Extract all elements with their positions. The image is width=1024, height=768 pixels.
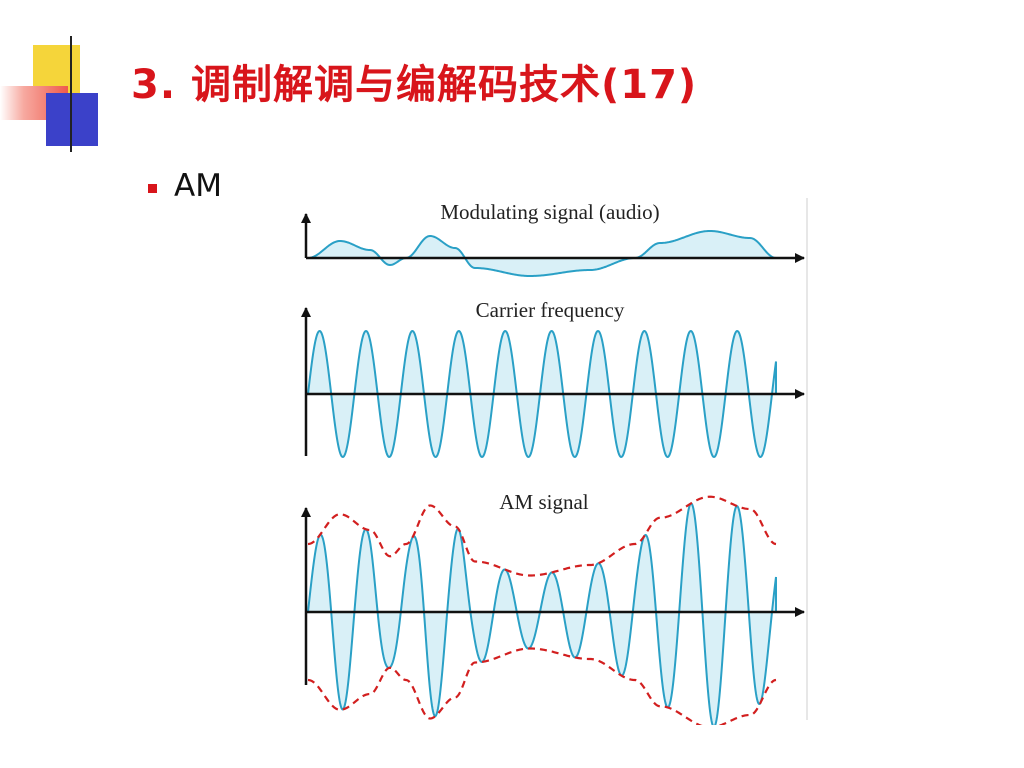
- panel-carrier: Carrier frequency: [301, 298, 805, 459]
- am-modulation-diagram: Modulating signal (audio) Carrier freque…: [301, 198, 808, 725]
- panel-am: AM signal: [301, 490, 805, 725]
- panel-title-am: AM signal: [499, 490, 588, 514]
- bullet-square-icon: [148, 183, 157, 193]
- panel-title-carrier: Carrier frequency: [476, 298, 625, 322]
- bullet-text: AM: [174, 168, 222, 204]
- lower-envelope: [307, 647, 777, 725]
- bullet-item: AM: [148, 168, 222, 204]
- vertical-rule: [70, 36, 72, 152]
- am-waveform: [306, 502, 777, 725]
- panel-modulating: Modulating signal (audio): [301, 200, 805, 277]
- panel-title-modulating: Modulating signal (audio): [440, 200, 659, 224]
- slide-title: 3. 调制解调与编解码技术(17): [131, 62, 698, 108]
- upper-envelope: [307, 495, 777, 577]
- modulating-waveform: [307, 229, 777, 277]
- blue-square-decoration: [46, 93, 98, 146]
